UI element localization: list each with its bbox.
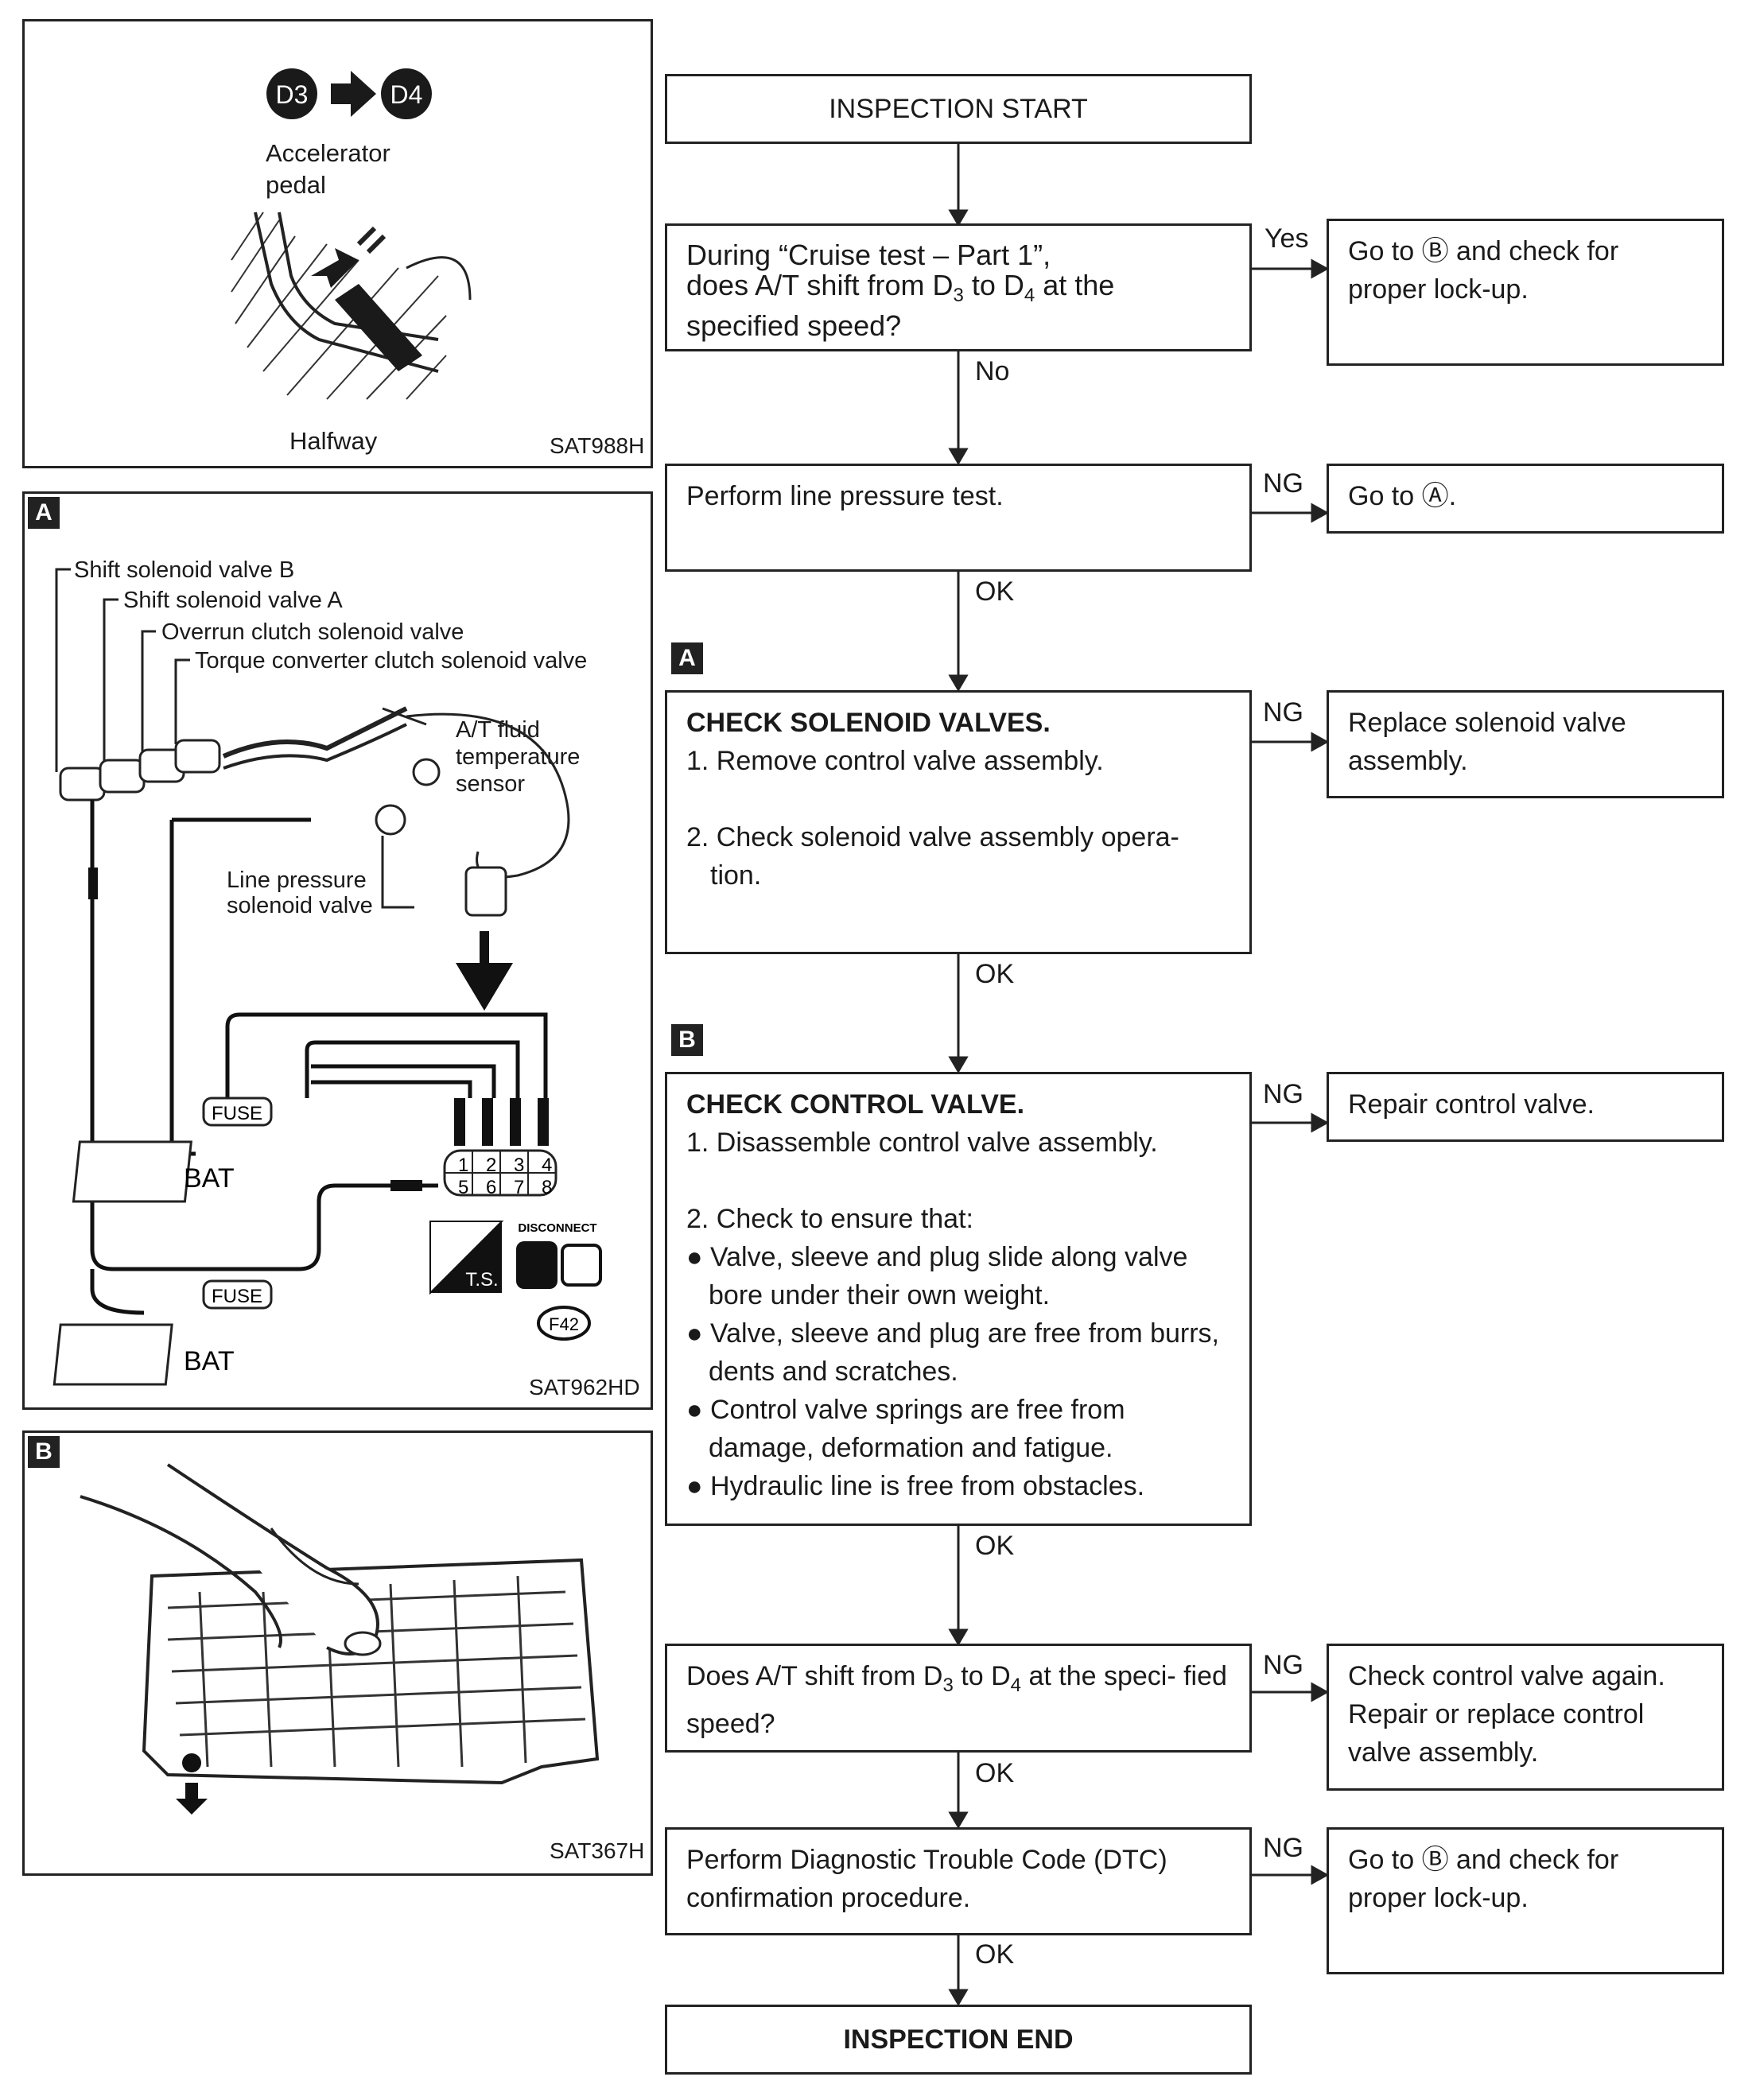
label-torque-converter: Torque converter clutch solenoid valve — [195, 648, 588, 673]
label-shift-solenoid-a: Shift solenoid valve A — [123, 588, 343, 613]
step-dtc-confirmation: Perform Diagnostic Trouble Code (DTC)con… — [665, 1827, 1252, 1935]
yes-label: Yes — [1265, 223, 1309, 254]
pin-8: 8 — [542, 1177, 552, 1198]
ng-label: NG — [1263, 697, 1303, 728]
bat-label-2: BAT — [184, 1346, 235, 1376]
pin-7: 7 — [514, 1177, 524, 1198]
ok-label: OK — [975, 1531, 1015, 1561]
figure-a-tag: A — [28, 497, 60, 529]
step-check-solenoid-valves: CHECK SOLENOID VALVES. 1. Remove control… — [665, 690, 1252, 954]
d4-badge: D4 — [390, 80, 423, 109]
d3-badge: D3 — [276, 80, 309, 109]
valve-body-illustration — [80, 1463, 600, 1815]
figure-code: SAT962HD — [529, 1375, 640, 1399]
fuse-label-1: FUSE — [212, 1103, 262, 1124]
step-check-control-valve: CHECK CONTROL VALVE. 1. Disassemble cont… — [665, 1072, 1252, 1526]
ts-label: T.S. — [465, 1269, 498, 1291]
ok-label: OK — [975, 1939, 1015, 1970]
fuse-label-2: FUSE — [212, 1286, 262, 1307]
question-cruise-test: During “Cruise test – Part 1”, does A/T … — [665, 223, 1252, 351]
question-shift-speed: Does A/T shift from D3 to D4 at the spec… — [665, 1644, 1252, 1753]
pin-4: 4 — [542, 1155, 552, 1176]
label-shift-solenoid-b: Shift solenoid valve B — [74, 557, 295, 583]
ok-label: OK — [975, 959, 1015, 989]
ng-label: NG — [1263, 1079, 1303, 1109]
pin-6: 6 — [486, 1177, 496, 1198]
disconnect-label: DISCONNECT — [518, 1221, 596, 1235]
result-go-to-a: Go to Ⓐ. — [1327, 464, 1724, 534]
no-label: No — [975, 356, 1010, 386]
label-overrun-clutch: Overrun clutch solenoid valve — [161, 619, 464, 645]
pin-3: 3 — [514, 1155, 524, 1176]
result-check-control-valve-again: Check control valve again.Repair or repl… — [1327, 1644, 1724, 1791]
inspection-end-box: INSPECTION END — [665, 2005, 1252, 2075]
ng-label: NG — [1263, 468, 1303, 499]
pin-2: 2 — [486, 1155, 496, 1176]
flow-tag-b: B — [671, 1024, 703, 1056]
result-repair-control-valve: Repair control valve. — [1327, 1072, 1724, 1142]
step-line-pressure: Perform line pressure test. — [665, 464, 1252, 572]
pin-1: 1 — [458, 1155, 468, 1176]
ok-label: OK — [975, 1758, 1015, 1788]
wiring-diagram: 1 2 3 4 5 6 7 8 FUSE BAT FUSE BAT T.S. D… — [52, 568, 602, 1386]
figure-b-control-valve: B SAT367H — [22, 1430, 653, 1876]
figure-a-solenoid-wiring: A Shift solenoid valve B Shift solenoid … — [22, 491, 653, 1410]
inspection-start-box: INSPECTION START — [665, 74, 1252, 144]
halfway-label: Halfway — [289, 427, 378, 455]
figure-code: SAT988H — [550, 433, 645, 458]
flow-tag-a: A — [671, 642, 703, 674]
figure-b-tag: B — [28, 1436, 60, 1468]
ng-label: NG — [1263, 1650, 1303, 1680]
ok-label: OK — [975, 576, 1015, 607]
pin-5: 5 — [458, 1177, 468, 1198]
ng-label: NG — [1263, 1833, 1303, 1863]
pedal-illustration: D3 D4 — [231, 68, 472, 400]
figure-code: SAT367H — [550, 1838, 645, 1863]
connector-f42: F42 — [549, 1314, 579, 1334]
bat-label-1: BAT — [184, 1163, 235, 1194]
